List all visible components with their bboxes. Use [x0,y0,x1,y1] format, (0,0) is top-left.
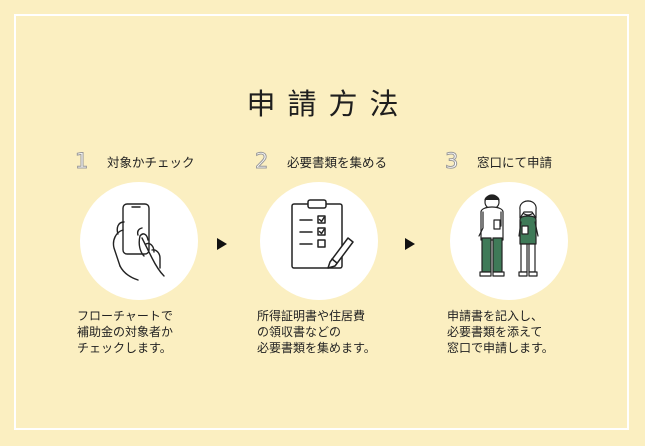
step-1-desc-line: チェックします。 [77,341,172,355]
step-1: 1 対象かチェック フローチャートで 補助金の対象者か チェックします。 [75,148,255,378]
step-1-desc-line: フローチャートで [77,309,173,323]
step-2-header: 2 必要書類を集める [255,148,388,174]
step-2-number: 2 [255,149,269,174]
step-2: 2 必要書類を集める 所得証明書や住居費 の領収書などの 必要書類を集めます。 [255,148,435,378]
step-2-label: 必要書類を集める [287,154,388,170]
hand-smartphone-icon [112,203,165,281]
step-2-description: 所得証明書や住居費 の領収書などの 必要書類を集めます。 [257,308,447,356]
step-1-header: 1 対象かチェック [75,148,195,174]
step-3-header: 3 窓口にて申請 [445,148,553,174]
step-2-desc-line: の領収書などの [257,325,342,339]
people-counter-icon [478,194,539,277]
step-2-desc-line: 必要書類を集めます。 [257,341,376,355]
step-1-illustration [80,182,198,300]
step-3-illustration [450,182,568,300]
next-arrow-icon [405,238,415,250]
step-3-desc-line: 必要書類を添えて [447,325,543,339]
step-3-desc-line: 窓口で申請します。 [447,341,554,355]
step-3-number: 3 [445,149,459,174]
step-1-label: 対象かチェック [107,154,195,170]
step-2-desc-line: 所得証明書や住居費 [257,309,366,323]
next-arrow-icon [217,238,227,250]
step-3-description: 申請書を記入し、 必要書類を添えて 窓口で申請します。 [447,308,637,356]
step-2-illustration [260,182,378,300]
page-frame [14,14,629,430]
clipboard-checklist-icon [291,199,354,269]
step-1-number: 1 [75,149,89,174]
page-title: 申請方法 [246,87,411,122]
step-3-desc-line: 申請書を記入し、 [447,309,544,323]
step-1-desc-line: 補助金の対象者か [77,325,174,339]
step-3-label: 窓口にて申請 [477,154,553,170]
step-1-description: フローチャートで 補助金の対象者か チェックします。 [77,308,267,356]
step-3: 3 窓口にて申請 [445,148,625,378]
